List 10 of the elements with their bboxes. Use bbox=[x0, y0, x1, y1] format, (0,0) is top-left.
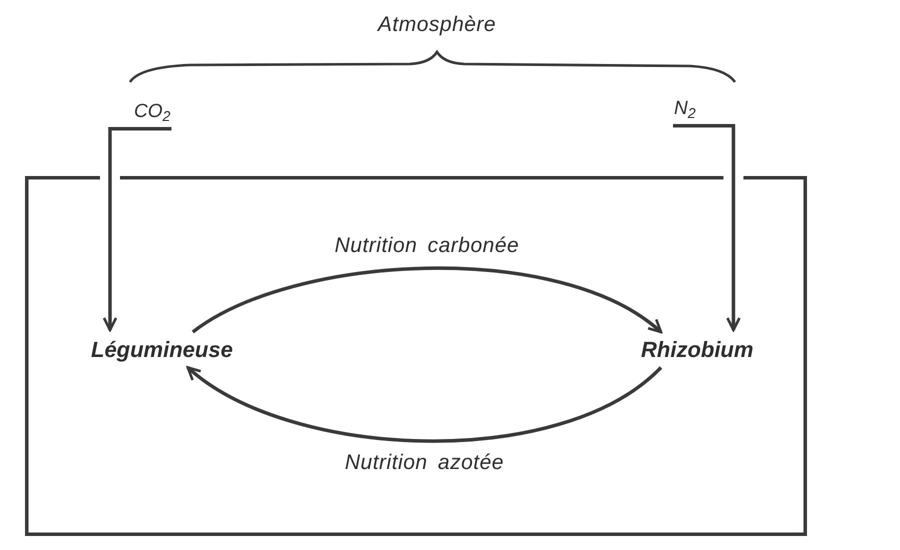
elbow-arrow bbox=[102, 127, 172, 332]
frame-box bbox=[25, 176, 807, 536]
group-label: Atmosphère bbox=[378, 12, 496, 38]
elbow-arrow bbox=[673, 124, 741, 332]
organism-label: Légumineuse bbox=[91, 336, 233, 364]
organism-label: Rhizobium bbox=[641, 336, 754, 364]
formula-label: N$_{2}$ bbox=[673, 97, 697, 126]
curved-arrow bbox=[186, 366, 662, 443]
curved-arrow bbox=[192, 266, 662, 334]
formula-label: CO$_{2}$ bbox=[133, 100, 172, 129]
